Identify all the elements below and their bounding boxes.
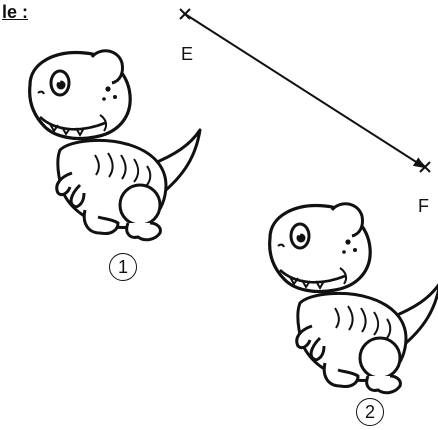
- point-e-label: E: [181, 44, 193, 65]
- figure-number-2: 2: [356, 398, 384, 426]
- vector-line: [185, 14, 424, 167]
- heading-text: le :: [2, 2, 28, 23]
- point-f-label: F: [418, 196, 429, 217]
- point-e-mark: [180, 9, 190, 19]
- point-f-mark: [420, 162, 430, 172]
- figure-number-1: 1: [109, 253, 137, 281]
- dinosaur-figure-2: [270, 204, 438, 393]
- dinosaur-figure-1: [30, 51, 200, 240]
